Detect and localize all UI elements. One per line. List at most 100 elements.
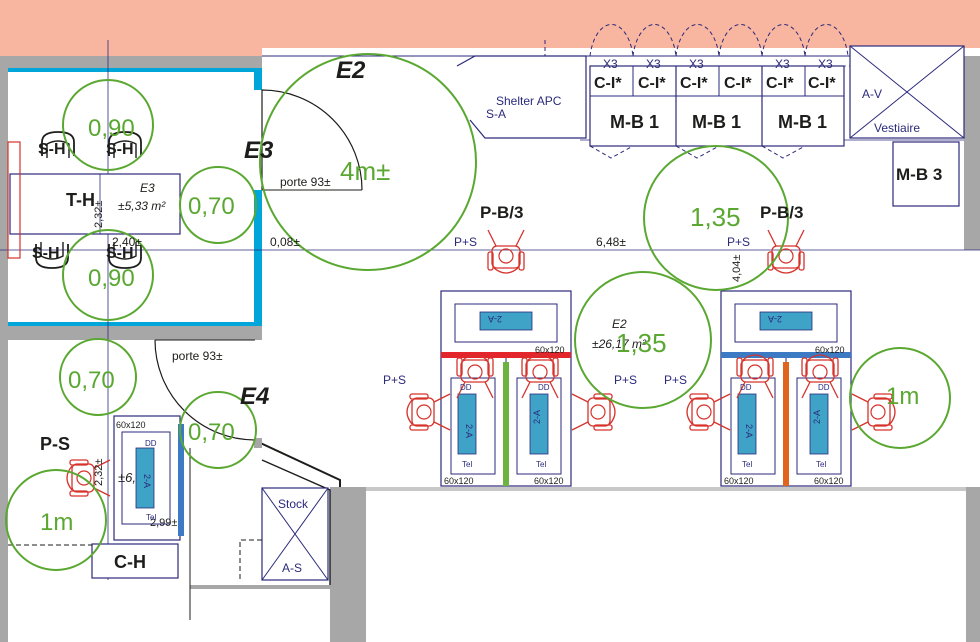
dim-240: 2,40± bbox=[112, 235, 142, 249]
dim-232-e3: 2,32± bbox=[93, 201, 105, 228]
room-s-h-2: S-H bbox=[106, 141, 134, 158]
cabinet-labels: X3 X3 X3 X3 X3 C-I* C-I* C-I* C-I* C-I* … bbox=[594, 57, 836, 92]
tel-1: Tel bbox=[462, 460, 472, 469]
door-e3-label: porte 93± bbox=[280, 175, 331, 189]
room-s-h-3: S-H bbox=[32, 245, 60, 262]
two-a-2: 2-A bbox=[532, 410, 542, 424]
clearance-070-left: 0,70 bbox=[68, 367, 115, 394]
dim-008: 0,08± bbox=[270, 235, 300, 249]
west-wall bbox=[0, 56, 8, 642]
room-p-b3-right: P-B/3 bbox=[760, 203, 803, 222]
dd-3: DD bbox=[740, 383, 752, 392]
size-left-1: 60x120 bbox=[535, 345, 565, 355]
room-s-a: S-A bbox=[486, 107, 506, 121]
room-p-s: P-S bbox=[40, 434, 70, 454]
ps-desk bbox=[113, 415, 184, 541]
cab-x3-2: X3 bbox=[646, 57, 661, 71]
c-h-box bbox=[91, 543, 179, 579]
room-stock: Stock bbox=[278, 497, 309, 511]
cab-ci-3: C-I* bbox=[680, 75, 708, 92]
blue-wall-right bbox=[254, 190, 262, 326]
room-m-b-3: M-B 3 bbox=[896, 165, 942, 184]
clearance-070-e4: 0,70 bbox=[188, 419, 235, 446]
dd-2: DD bbox=[538, 383, 550, 392]
cab-x3-4: X3 bbox=[775, 57, 790, 71]
size-right-2: 60x120 bbox=[724, 476, 754, 486]
room-m-b-1-b: M-B 1 bbox=[692, 112, 741, 132]
door-e3-swing bbox=[261, 89, 363, 191]
clearance-090-top: 0,90 bbox=[88, 115, 135, 142]
room-vestiaire: Vestiaire bbox=[874, 121, 920, 135]
clearance-1m-left: 1m bbox=[40, 509, 73, 536]
two-a-4: 2-A bbox=[812, 410, 822, 424]
exterior-area bbox=[0, 0, 980, 56]
ps-left-w: P+S bbox=[383, 373, 406, 387]
room-a-s: A-S bbox=[282, 561, 302, 575]
tel-4: Tel bbox=[816, 460, 826, 469]
ps-right-w: P+S bbox=[664, 373, 687, 387]
clearance-070-e3: 0,70 bbox=[188, 193, 235, 220]
dim-404: 4,04± bbox=[731, 255, 743, 282]
room-p-b3-left: P-B/3 bbox=[480, 203, 523, 222]
ps-left-top: P+S bbox=[454, 235, 477, 249]
two-a-7: 2-A bbox=[142, 474, 152, 488]
two-a-5: 2-A bbox=[488, 314, 502, 324]
zone-e2-label: E2 bbox=[336, 57, 366, 84]
size-right-1: 60x120 bbox=[815, 345, 845, 355]
cab-ci-5: C-I* bbox=[766, 75, 794, 92]
e2-area-label: ±26,17 m² bbox=[592, 337, 647, 351]
cab-ci-4: C-I* bbox=[724, 75, 752, 92]
size-left-3: 60x120 bbox=[534, 476, 564, 486]
north-wall bbox=[0, 56, 262, 68]
clearance-135-mid: 1,35 bbox=[616, 328, 667, 358]
window-sill bbox=[366, 487, 966, 491]
room-shelter-apc: Shelter APC bbox=[496, 94, 562, 108]
two-a-1: 2-A bbox=[464, 424, 474, 438]
blue-wall-top bbox=[8, 68, 262, 72]
cab-x3-5: X3 bbox=[818, 57, 833, 71]
room-s-h-1: S-H bbox=[38, 141, 66, 158]
desk-cluster-left bbox=[440, 290, 572, 487]
ps-left-e: P+S bbox=[614, 373, 637, 387]
shelter-apc bbox=[456, 55, 587, 139]
dd-4: DD bbox=[818, 383, 830, 392]
e3-area-label: ±5,33 m² bbox=[118, 199, 166, 213]
clearance-135-top: 1,35 bbox=[690, 202, 741, 232]
door-e4-label: porte 93± bbox=[172, 349, 223, 363]
cab-ci-6: C-I* bbox=[808, 75, 836, 92]
cab-ci-2: C-I* bbox=[638, 75, 666, 92]
room-c-h: C-H bbox=[114, 552, 146, 572]
room-a-v: A-V bbox=[862, 87, 882, 101]
dd-5: DD bbox=[145, 439, 157, 448]
dd-1: DD bbox=[460, 383, 472, 392]
cabinet-row bbox=[589, 65, 845, 147]
dim-232-ps: 2,32± bbox=[93, 459, 105, 486]
room-m-b-1-a: M-B 1 bbox=[610, 112, 659, 132]
tel-2: Tel bbox=[536, 460, 546, 469]
blue-wall-bottom bbox=[8, 322, 262, 326]
size-ps: 60x120 bbox=[116, 420, 146, 430]
room-m-b-1-c: M-B 1 bbox=[778, 112, 827, 132]
e3-detail-label: E3 bbox=[140, 181, 155, 195]
dim-648: 6,48± bbox=[596, 235, 626, 249]
tel-3: Tel bbox=[742, 460, 752, 469]
size-left-2: 60x120 bbox=[444, 476, 474, 486]
east-pillar bbox=[966, 487, 980, 642]
clearance-1m-right: 1m bbox=[886, 383, 919, 410]
desk-cluster-right bbox=[720, 290, 852, 487]
two-a-6: 2-A bbox=[768, 314, 782, 324]
room-t-h: T-H bbox=[66, 190, 95, 210]
ps-right-top: P+S bbox=[727, 235, 750, 249]
south-pillar bbox=[330, 487, 366, 642]
e2-detail-label: E2 bbox=[612, 317, 627, 331]
zone-e3-label: E3 bbox=[244, 137, 274, 164]
size-right-3: 60x120 bbox=[814, 476, 844, 486]
e4-area-label: ±6, bbox=[118, 470, 136, 485]
two-a-3: 2-A bbox=[744, 424, 754, 438]
cab-x3-1: X3 bbox=[603, 57, 618, 71]
clearance-4m: 4m± bbox=[340, 156, 390, 186]
clearance-090-bottom: 0,90 bbox=[88, 265, 135, 292]
cabinet-door-swings bbox=[544, 24, 849, 159]
